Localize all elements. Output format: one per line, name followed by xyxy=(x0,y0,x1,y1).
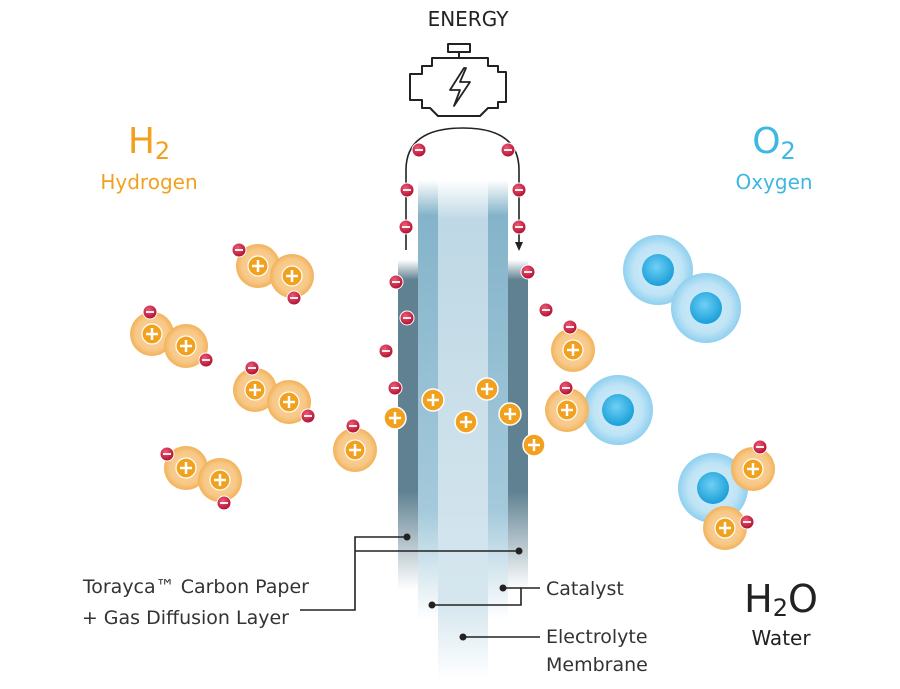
electron xyxy=(387,380,403,396)
proton xyxy=(198,458,242,502)
electron xyxy=(159,446,175,462)
membrane-protons xyxy=(383,377,546,457)
membrane-label-line2: Membrane xyxy=(546,654,648,676)
electron xyxy=(562,319,578,335)
proton xyxy=(551,328,595,372)
catalyst-label: Catalyst xyxy=(546,578,624,600)
electron xyxy=(399,182,415,198)
proton xyxy=(498,402,522,426)
electron xyxy=(520,264,536,280)
proton xyxy=(383,406,407,430)
proton xyxy=(475,377,499,401)
electron xyxy=(300,408,316,424)
oxygen-name: Oxygen xyxy=(735,170,812,194)
proton xyxy=(130,312,174,356)
electron xyxy=(500,142,516,158)
anode-carbon-paper xyxy=(398,260,418,590)
carbon-paper-label-line2: + Gas Diffusion Layer xyxy=(82,607,289,629)
proton xyxy=(454,410,478,434)
electron xyxy=(244,360,260,376)
proton xyxy=(333,428,377,472)
electron xyxy=(378,343,394,359)
proton xyxy=(545,388,589,432)
cathode-carbon-paper xyxy=(508,260,528,590)
electron xyxy=(345,418,361,434)
electron xyxy=(286,290,302,306)
electron xyxy=(538,302,554,318)
membrane-label-line1: Electrolyte xyxy=(546,626,648,648)
proton xyxy=(731,447,775,491)
carbon-paper-label-line1: Torayca™ Carbon Paper xyxy=(82,576,309,598)
oxygen-atom xyxy=(583,375,653,445)
water-symbol: H2O xyxy=(744,577,818,622)
proton xyxy=(522,433,546,457)
proton xyxy=(233,368,277,412)
cell-layers xyxy=(398,180,528,680)
electron xyxy=(511,182,527,198)
electron xyxy=(558,380,574,396)
water-oxygen-atom xyxy=(678,453,748,523)
circuit-arrow-icon xyxy=(515,242,523,251)
electron xyxy=(511,219,527,235)
oxygen-atom xyxy=(623,235,693,305)
electron xyxy=(739,514,755,530)
electron xyxy=(388,274,404,290)
hydrogen-symbol: H2 xyxy=(128,121,170,165)
proton xyxy=(270,254,314,298)
proton xyxy=(267,380,311,424)
proton xyxy=(164,446,208,490)
protons xyxy=(130,244,775,550)
leader-catalyst xyxy=(432,587,540,606)
electron xyxy=(398,219,414,235)
circuit-wire xyxy=(405,127,520,250)
proton xyxy=(236,244,280,288)
cathode-catalyst-layer xyxy=(488,180,508,620)
oxygen-atom xyxy=(671,273,741,343)
proton xyxy=(703,506,747,550)
electron xyxy=(399,310,415,326)
leader-carbon-paper xyxy=(300,536,407,611)
engine-bolt-icon xyxy=(409,43,507,117)
proton xyxy=(421,388,445,412)
hydrogen-name: Hydrogen xyxy=(100,170,197,194)
oxygen-symbol: O2 xyxy=(752,121,796,165)
oxygen-atoms xyxy=(583,235,748,523)
electron xyxy=(198,352,214,368)
electrons xyxy=(142,142,768,530)
electron xyxy=(216,495,232,511)
electron xyxy=(231,242,247,258)
electron xyxy=(142,304,158,320)
electron xyxy=(752,439,768,455)
proton xyxy=(164,324,208,368)
water-name: Water xyxy=(751,626,811,650)
leader-lines xyxy=(300,536,540,638)
leader-dots xyxy=(403,533,523,641)
energy-label: ENERGY xyxy=(428,7,510,31)
electron xyxy=(411,142,427,158)
